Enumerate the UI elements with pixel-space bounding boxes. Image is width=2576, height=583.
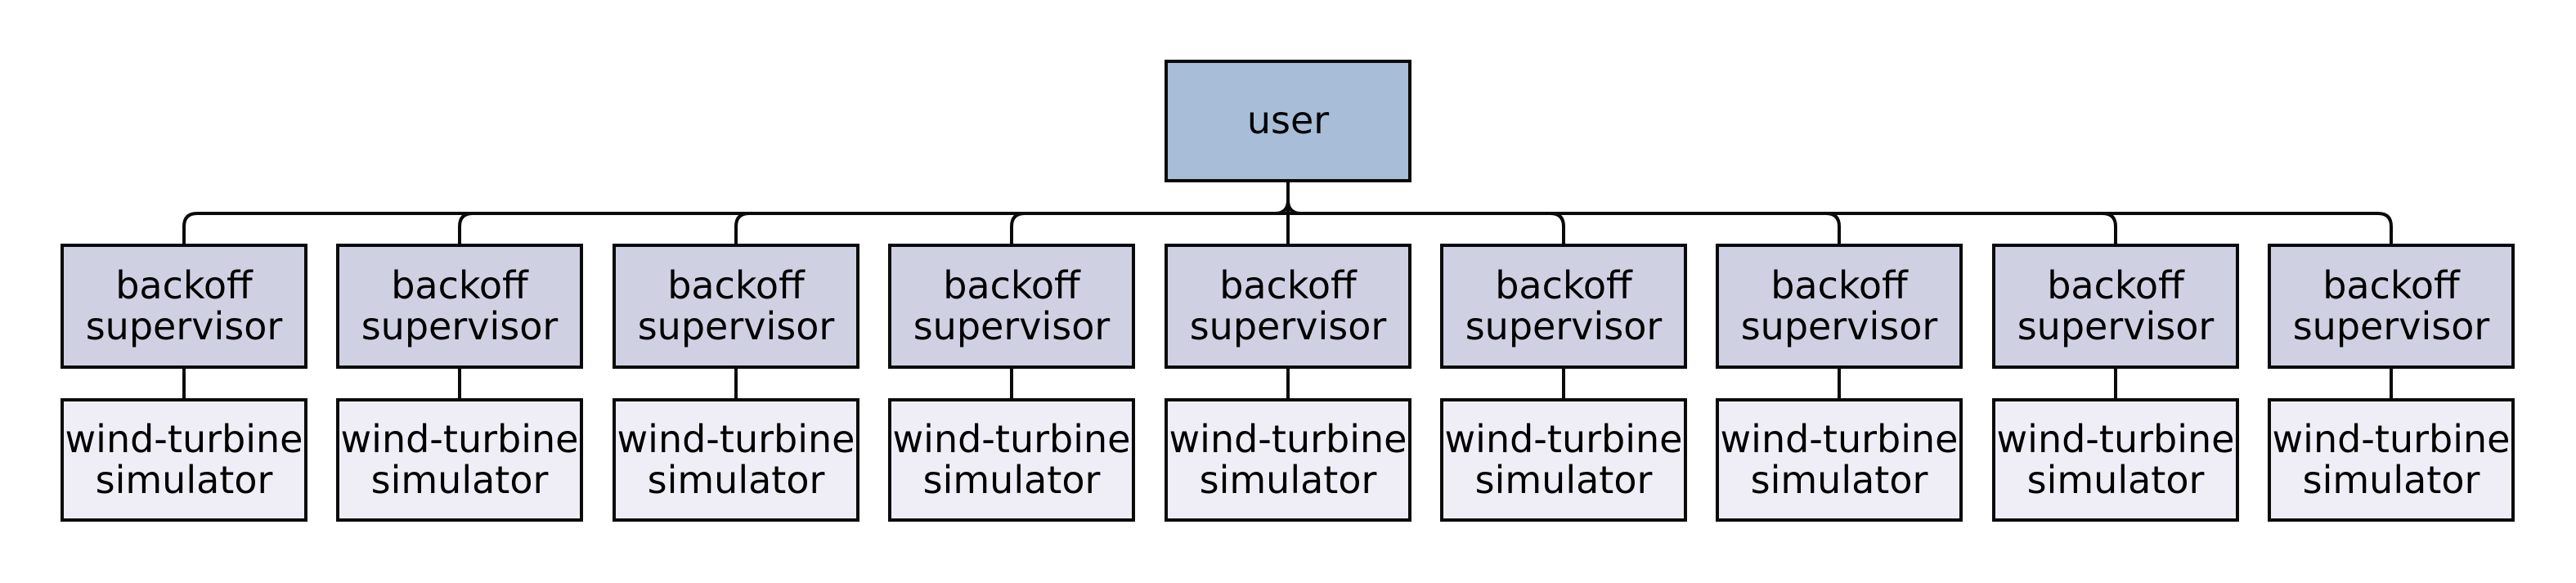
node-backoff-supervisor-6: backoff supervisor xyxy=(1440,244,1687,369)
stem-fillet-left xyxy=(1274,200,1290,215)
node-wind-turbine-simulator-5: wind-turbine simulator xyxy=(1165,398,1411,522)
stem-fillet-right xyxy=(1286,200,1302,215)
node-backoff-supervisor-5: backoff supervisor xyxy=(1165,244,1411,369)
node-wind-turbine-simulator-6: wind-turbine simulator xyxy=(1440,398,1687,522)
drop-line-col3 xyxy=(734,212,750,245)
drop-line-col8 xyxy=(2102,212,2117,245)
node-backoff-supervisor-2: backoff supervisor xyxy=(336,244,583,369)
node-backoff-supervisor-4: backoff supervisor xyxy=(888,244,1135,369)
node-wind-turbine-simulator-2: wind-turbine simulator xyxy=(336,398,583,522)
node-user: user xyxy=(1165,60,1411,182)
node-wind-turbine-simulator-1: wind-turbine simulator xyxy=(61,398,307,522)
drop-line-col6 xyxy=(1550,212,1565,245)
node-backoff-supervisor-9: backoff supervisor xyxy=(2268,244,2515,369)
node-backoff-supervisor-8: backoff supervisor xyxy=(1992,244,2239,369)
node-wind-turbine-simulator-8: wind-turbine simulator xyxy=(1992,398,2239,522)
node-backoff-supervisor-1: backoff supervisor xyxy=(61,244,307,369)
drop-line-col7 xyxy=(1825,212,1841,245)
node-wind-turbine-simulator-4: wind-turbine simulator xyxy=(888,398,1135,522)
node-wind-turbine-simulator-7: wind-turbine simulator xyxy=(1716,398,1963,522)
node-wind-turbine-simulator-3: wind-turbine simulator xyxy=(613,398,859,522)
drop-line-col2 xyxy=(458,212,473,245)
node-backoff-supervisor-3: backoff supervisor xyxy=(613,244,859,369)
node-backoff-supervisor-7: backoff supervisor xyxy=(1716,244,1963,369)
node-wind-turbine-simulator-9: wind-turbine simulator xyxy=(2268,398,2515,522)
drop-line-col4 xyxy=(1010,212,1025,245)
